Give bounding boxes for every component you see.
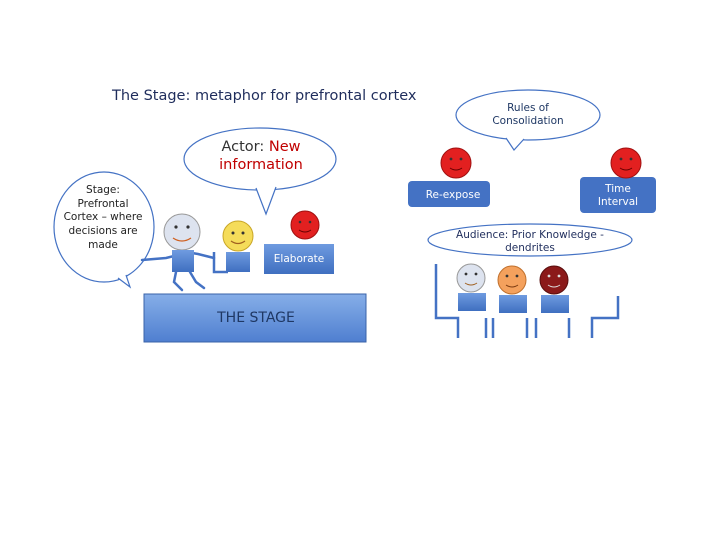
actor-highlight: New information [219,139,303,174]
stage-bubble-text: Stage: Prefrontal Cortex – where decisio… [63,184,143,251]
red-face-reexpose [440,147,472,179]
actor-bubble [183,127,337,216]
actor-figure-yellow [212,220,254,274]
audience-ellipse [427,223,633,257]
actor-figure-left [140,213,216,292]
elaborate-label: Elaborate [273,253,325,265]
empty-chair [590,296,620,338]
slide-title: The Stage: metaphor for prefrontal corte… [112,88,417,104]
actor-figure-red [264,210,334,274]
time-interval-label: Time Interval [597,183,639,209]
actor-bubble-text: Actor: New information [196,138,326,174]
re-expose-label: Re-expose [425,189,481,201]
stage-block [143,293,367,343]
audience-label: Audience: Prior Knowledge - dendrites [456,229,604,255]
red-face-time [610,147,642,179]
audience-member-orange [491,265,529,338]
time-interval-box [580,177,656,213]
actor-prefix: Actor: [221,139,269,155]
the-stage-label: THE STAGE [217,310,295,326]
rules-bubble-text: Rules of Consolidation [492,102,564,128]
audience-member-light [434,263,488,338]
re-expose-bar [408,181,490,207]
stage-description-bubble [53,171,155,289]
audience-member-dark-red [534,265,571,338]
rules-bubble [455,89,601,151]
